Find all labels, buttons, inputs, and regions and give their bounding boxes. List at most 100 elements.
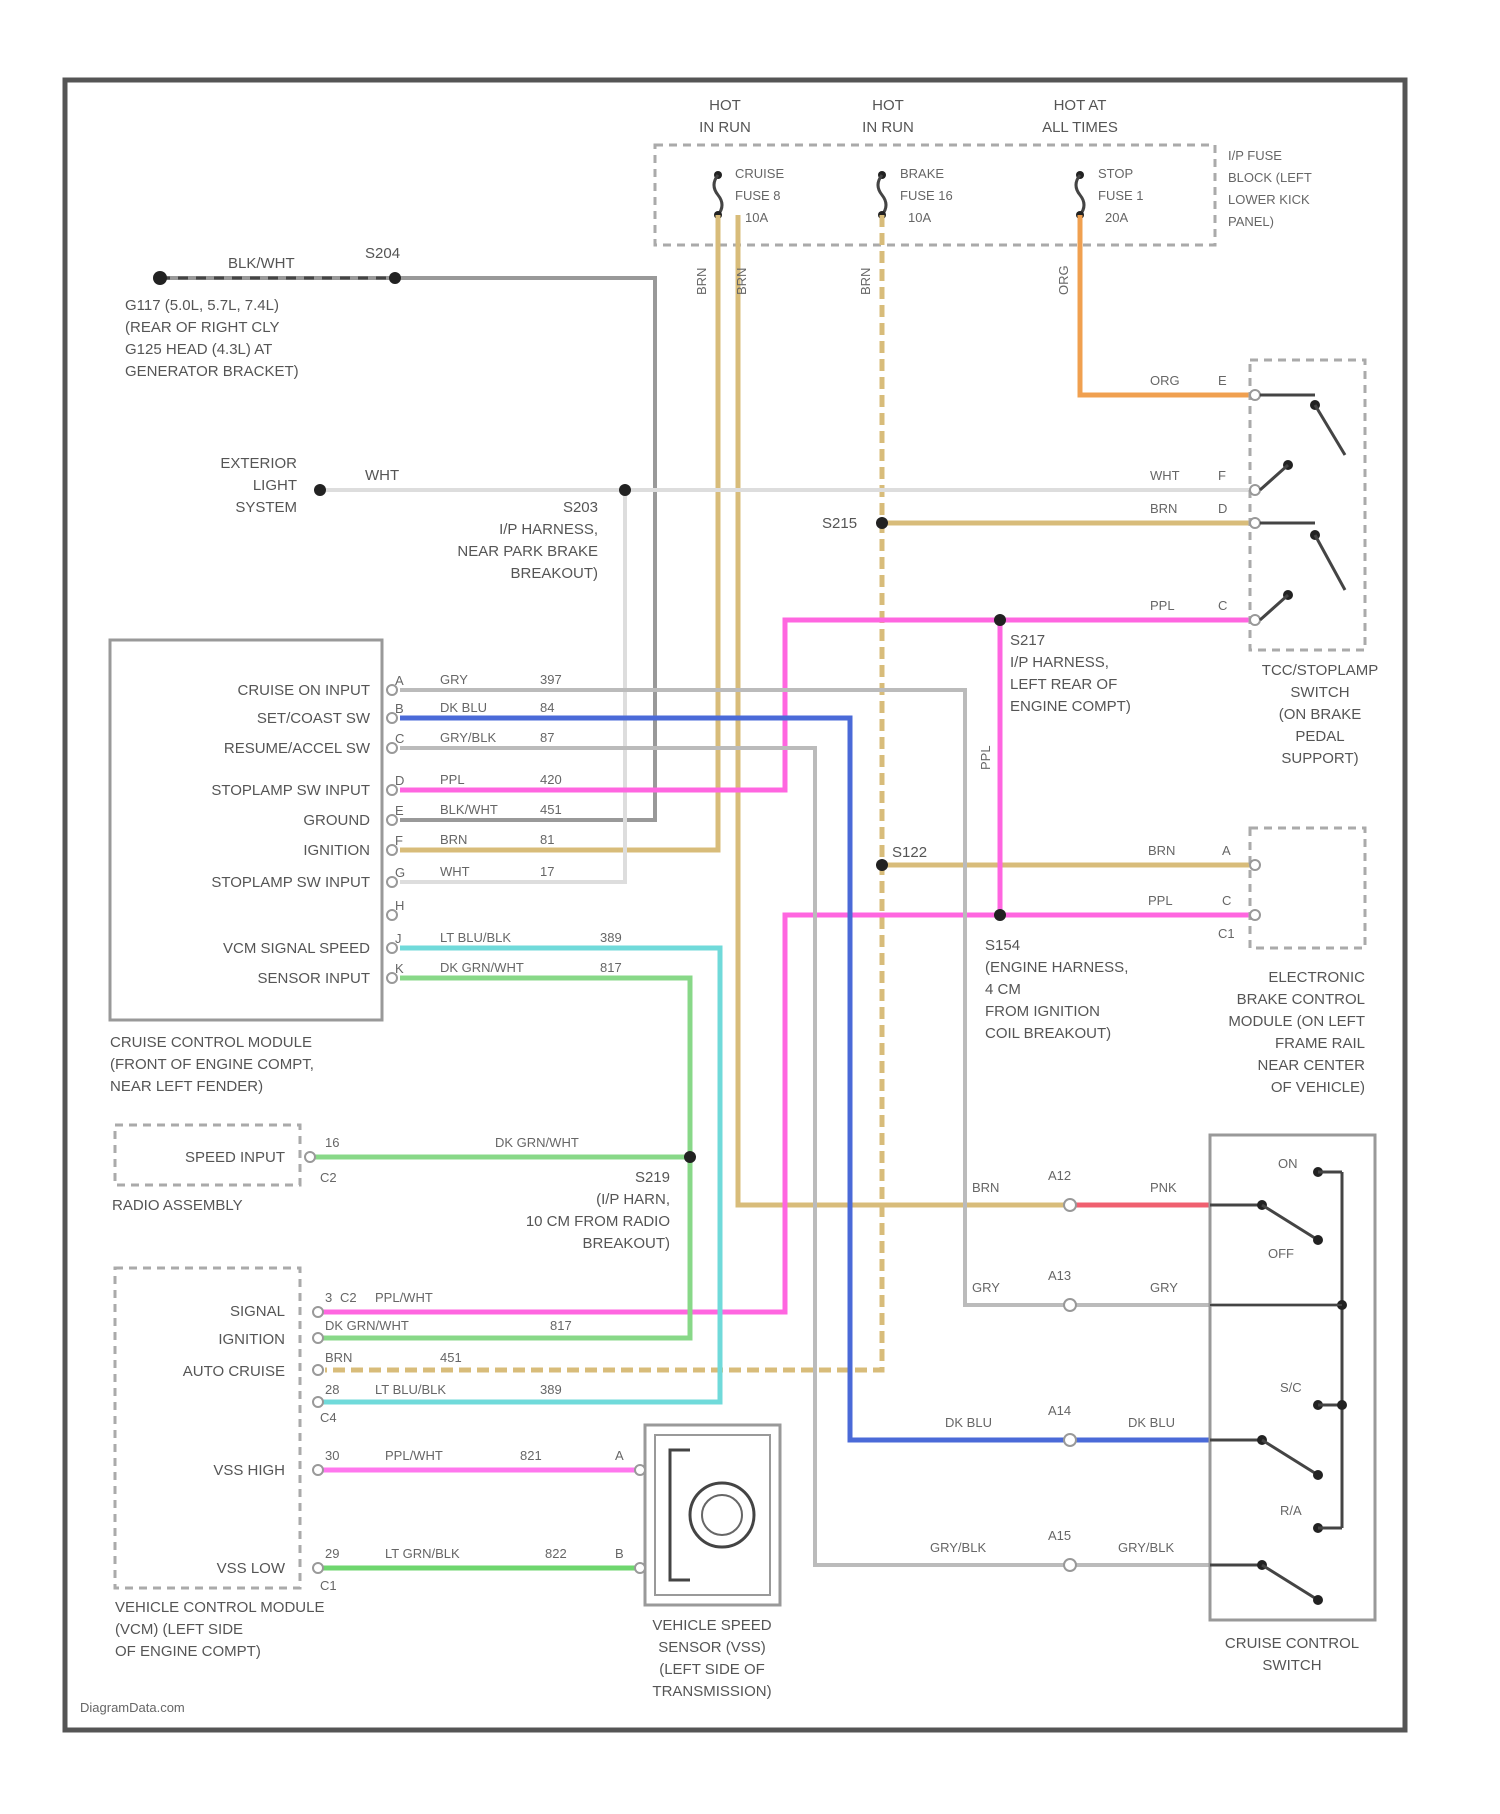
s154-label-5: COIL BREAKOUT): [985, 1025, 1111, 1042]
stoplamp-pin-e-wire: ORG: [1150, 373, 1180, 388]
s122-label: S122: [892, 844, 927, 861]
fuse-brake-name: BRAKE: [900, 166, 944, 181]
ground-wire-label: BLK/WHT: [228, 255, 295, 272]
stoplamp-label-1: TCC/STOPLAMP: [1262, 662, 1378, 679]
wire-org-stop: [1080, 215, 1250, 395]
ground-text-1: G117 (5.0L, 5.7L, 7.4L): [125, 297, 279, 314]
ccm-circuit: 817: [600, 960, 622, 975]
stoplamp-pin-c: C: [1218, 598, 1227, 613]
ground-icon: [153, 271, 167, 285]
s217-label-4: ENGINE COMPT): [1010, 698, 1131, 715]
stoplamp-pin-d: D: [1218, 501, 1227, 516]
radio-input-label: SPEED INPUT: [185, 1149, 285, 1166]
fuse-stop-name: STOP: [1098, 166, 1133, 181]
ccm-input-name: SENSOR INPUT: [257, 970, 370, 987]
vcm-auto-cruise-label: AUTO CRUISE: [183, 1363, 285, 1380]
vcm-circ-vss-low: 822: [545, 1546, 567, 1561]
ccm-input-name: VCM SIGNAL SPEED: [223, 940, 370, 957]
cs-row3-conn: A14: [1048, 1403, 1071, 1418]
cs-pos-off: OFF: [1268, 1246, 1294, 1261]
vss-pin-b: B: [615, 1546, 624, 1561]
ppl-vertical-label: PPL: [978, 745, 993, 770]
wire-brn-1-label: BRN: [694, 268, 709, 295]
fuse-brake-num: FUSE 16: [900, 188, 953, 203]
ccm-pin-terminal: [387, 845, 397, 855]
s215-label: S215: [822, 515, 857, 532]
fuse-cruise-icon: [714, 171, 722, 219]
ccm-circuit: 87: [540, 730, 554, 745]
ccm-pin-terminal: [387, 943, 397, 953]
vcm-conn-c4: C4: [320, 1410, 337, 1425]
ccm-pin: K: [395, 961, 404, 976]
cs-row1-right: PNK: [1150, 1180, 1177, 1195]
stoplamp-pin-f: F: [1218, 468, 1226, 483]
ccm-input-name: IGNITION: [303, 842, 370, 859]
vcm-pin-30: 30: [325, 1448, 339, 1463]
splice-s154-dot: [994, 909, 1006, 921]
vcm-circ-ignition: 817: [550, 1318, 572, 1333]
ebcm-label-6: OF VEHICLE): [1271, 1079, 1365, 1096]
s217-label-2: I/P HARNESS,: [1010, 654, 1109, 671]
s154-label-2: (ENGINE HARNESS,: [985, 959, 1128, 976]
vcm-wire-vss-low: LT GRN/BLK: [385, 1546, 460, 1561]
vcm-wire-signal: PPL/WHT: [375, 1290, 433, 1305]
vcm-conn-signal: C2: [340, 1290, 357, 1305]
fuse-cruise-num: FUSE 8: [735, 188, 781, 203]
exterior-text-3: SYSTEM: [235, 499, 297, 516]
splice-s122-dot: [876, 859, 888, 871]
ccm-pin-terminal: [387, 713, 397, 723]
hot-all-l2: ALL TIMES: [1042, 119, 1118, 136]
fuse-stop-amp: 20A: [1105, 210, 1128, 225]
exterior-wire-label: WHT: [365, 467, 399, 484]
cruise-control-switch: BRN A12 PNK GRY A13 GRY DK BLU A14 DK BL…: [930, 1135, 1375, 1674]
cs-row2-conn: A13: [1048, 1268, 1071, 1283]
s203-text-4: BREAKOUT): [510, 565, 598, 582]
vss-pin-a: A: [615, 1448, 624, 1463]
ccm-pin-terminal: [387, 785, 397, 795]
fuse-block-l4: PANEL): [1228, 214, 1274, 229]
stoplamp-label-4: PEDAL: [1295, 728, 1344, 745]
s219-label-2: (I/P HARN,: [596, 1191, 670, 1208]
watermark: DiagramData.com: [80, 1700, 185, 1715]
vcm-label-1: VEHICLE CONTROL MODULE: [115, 1599, 324, 1616]
splice-s215-dot: [876, 517, 888, 529]
vcm-circ-vss-high: 821: [520, 1448, 542, 1463]
ebcm-pin-c: C: [1222, 893, 1231, 908]
ebcm-connector: C1: [1218, 926, 1235, 941]
s154-label-3: 4 CM: [985, 981, 1021, 998]
ccm-wire-color: GRY: [440, 672, 468, 687]
s217-label-1: S217: [1010, 632, 1045, 649]
vss-label-1: VEHICLE SPEED: [652, 1617, 771, 1634]
ccm-wire-color: PPL: [440, 772, 465, 787]
ebcm-label-2: BRAKE CONTROL: [1237, 991, 1365, 1008]
exterior-text-2: LIGHT: [253, 477, 297, 494]
ccm-input-name: CRUISE ON INPUT: [237, 682, 370, 699]
radio-pin: 16: [325, 1135, 339, 1150]
ccm-pin: A: [395, 673, 404, 688]
ccm-pin-terminal: [387, 685, 397, 695]
fuse-stop-icon: [1076, 171, 1084, 219]
vss-label-4: TRANSMISSION): [652, 1683, 771, 1700]
ccm-pin-terminal: [387, 973, 397, 983]
wire-org-label: ORG: [1056, 265, 1071, 295]
cs-row4-right: GRY/BLK: [1118, 1540, 1174, 1555]
s217-label-3: LEFT REAR OF: [1010, 676, 1117, 693]
hot-all-l1: HOT AT: [1054, 97, 1107, 114]
ccm-label-3: NEAR LEFT FENDER): [110, 1078, 263, 1095]
ccm-pin: D: [395, 773, 404, 788]
splice-s204-dot: [389, 272, 401, 284]
ccm-pin-terminal: [387, 877, 397, 887]
ccm-pin-terminal: [387, 910, 397, 920]
vss-label-2: SENSOR (VSS): [658, 1639, 766, 1656]
ccm-pin: H: [395, 898, 404, 913]
radio-label: RADIO ASSEMBLY: [112, 1197, 243, 1214]
ccm-wire-color: GRY/BLK: [440, 730, 496, 745]
ground-text-2: (REAR OF RIGHT CLY: [125, 319, 279, 336]
ccm-circuit: 420: [540, 772, 562, 787]
fuse-block-l2: BLOCK (LEFT: [1228, 170, 1312, 185]
cs-on-off-contact: [1262, 1205, 1318, 1240]
ccm-pin-terminal: [387, 815, 397, 825]
vcm-vss-low-label: VSS LOW: [217, 1560, 286, 1577]
stoplamp-label-2: SWITCH: [1290, 684, 1349, 701]
